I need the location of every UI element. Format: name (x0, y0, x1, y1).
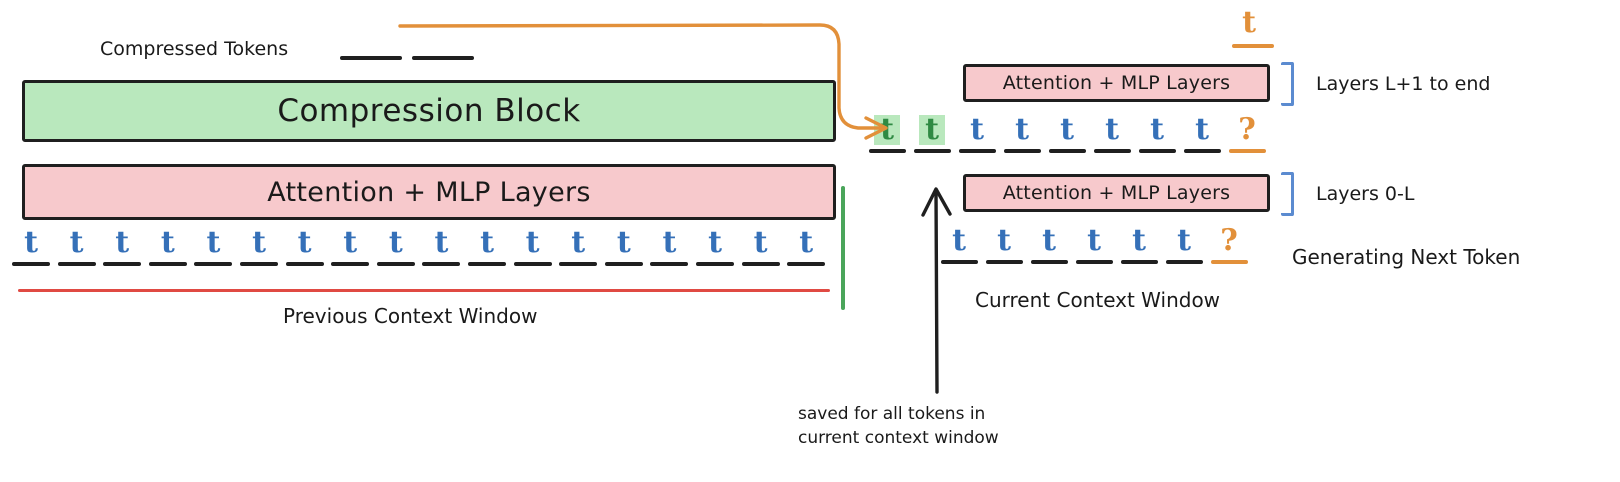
token-glyph: t (388, 225, 403, 260)
token-underline (1184, 149, 1221, 153)
previous-context-underline (18, 289, 830, 292)
token-underline (285, 262, 324, 266)
token-underline (1121, 260, 1158, 264)
token-underline (1076, 260, 1113, 264)
previous-context-caption: Previous Context Window (283, 304, 538, 328)
token-glyph: ? (1220, 223, 1238, 258)
token-underline (1139, 149, 1176, 153)
compressed-token-dash-1 (340, 56, 402, 60)
token-underline (331, 262, 370, 266)
token-underline (376, 262, 415, 266)
left-attention-mlp-block: Attention + MLP Layers (22, 164, 836, 220)
token-glyph: t (1105, 112, 1119, 147)
token-underline (941, 260, 978, 264)
kv-cache-note-line-1: saved for all tokens in (798, 404, 986, 424)
compressed-token-dash-2 (412, 56, 474, 60)
token-underline (1031, 260, 1068, 264)
token-underline (741, 262, 780, 266)
token-glyph: t (662, 225, 677, 260)
lower-layers-bracket (1281, 172, 1294, 216)
token-glyph: t (952, 223, 966, 258)
token-underline (559, 262, 598, 266)
token-glyph: t (69, 225, 84, 260)
token-underline (869, 149, 906, 153)
token-glyph: t (525, 225, 540, 260)
token-underline (422, 262, 461, 266)
token-glyph: t (480, 225, 494, 260)
token-glyph: t (753, 225, 768, 260)
token-glyph: t (616, 225, 631, 260)
lower-attention-mlp-block: Attention + MLP Layers (963, 174, 1270, 212)
token-glyph: t (799, 225, 814, 260)
token-glyph: t (874, 115, 900, 145)
upper-bracket-label: Layers L+1 to end (1316, 73, 1491, 95)
token-underline (468, 262, 506, 266)
token-underline (696, 262, 734, 266)
token-glyph: t (1042, 223, 1056, 258)
token-underline (194, 262, 233, 266)
token-glyph: t (919, 115, 945, 145)
token-glyph: t (1177, 223, 1191, 258)
token-underline (914, 149, 951, 153)
output-token-glyph: t (1242, 5, 1256, 40)
token-glyph: t (160, 225, 175, 260)
token-glyph: t (1132, 223, 1146, 258)
upper-layers-bracket (1281, 62, 1294, 106)
token-glyph: t (206, 225, 221, 260)
token-underline (513, 262, 552, 266)
token-glyph: t (343, 225, 358, 260)
token-underline (1229, 149, 1266, 153)
token-underline (650, 262, 689, 266)
lower-bracket-label: Layers 0-L (1316, 183, 1415, 205)
token-underline (787, 262, 826, 266)
kv-cache-arrow (921, 187, 952, 394)
token-underline (1166, 260, 1203, 264)
token-glyph: t (115, 225, 130, 260)
token-glyph: t (297, 225, 312, 260)
token-glyph: t (1060, 112, 1074, 147)
token-glyph: t (997, 223, 1011, 258)
token-glyph: t (571, 225, 586, 260)
token-glyph: t (708, 225, 722, 260)
token-underline (103, 262, 142, 266)
token-underline (1049, 149, 1086, 153)
current-context-caption: Current Context Window (975, 288, 1221, 312)
generating-next-token-label: Generating Next Token (1292, 245, 1521, 269)
token-glyph: t (970, 112, 984, 147)
token-underline (986, 260, 1023, 264)
token-underline (240, 262, 278, 266)
token-underline (1094, 149, 1131, 153)
output-token-underline (1232, 44, 1274, 48)
token-underline (148, 262, 187, 266)
token-glyph: t (252, 225, 266, 260)
panel-divider-line (841, 186, 845, 310)
token-glyph: t (1015, 112, 1029, 147)
token-glyph: t (434, 225, 449, 260)
token-underline (1211, 260, 1248, 264)
token-glyph: t (1087, 223, 1101, 258)
token-glyph: t (24, 225, 38, 260)
token-underline (12, 262, 50, 266)
token-underline (57, 262, 96, 266)
compressed-tokens-label: Compressed Tokens (100, 38, 289, 60)
upper-attention-mlp-block: Attention + MLP Layers (963, 64, 1270, 102)
kv-cache-note-line-2: current context window (798, 428, 999, 448)
token-underline (1004, 149, 1041, 153)
token-underline (604, 262, 643, 266)
token-glyph: ? (1238, 112, 1256, 147)
compression-block: Compression Block (22, 80, 836, 142)
token-glyph: t (1150, 112, 1164, 147)
token-underline (959, 149, 996, 153)
token-glyph: t (1195, 112, 1209, 147)
